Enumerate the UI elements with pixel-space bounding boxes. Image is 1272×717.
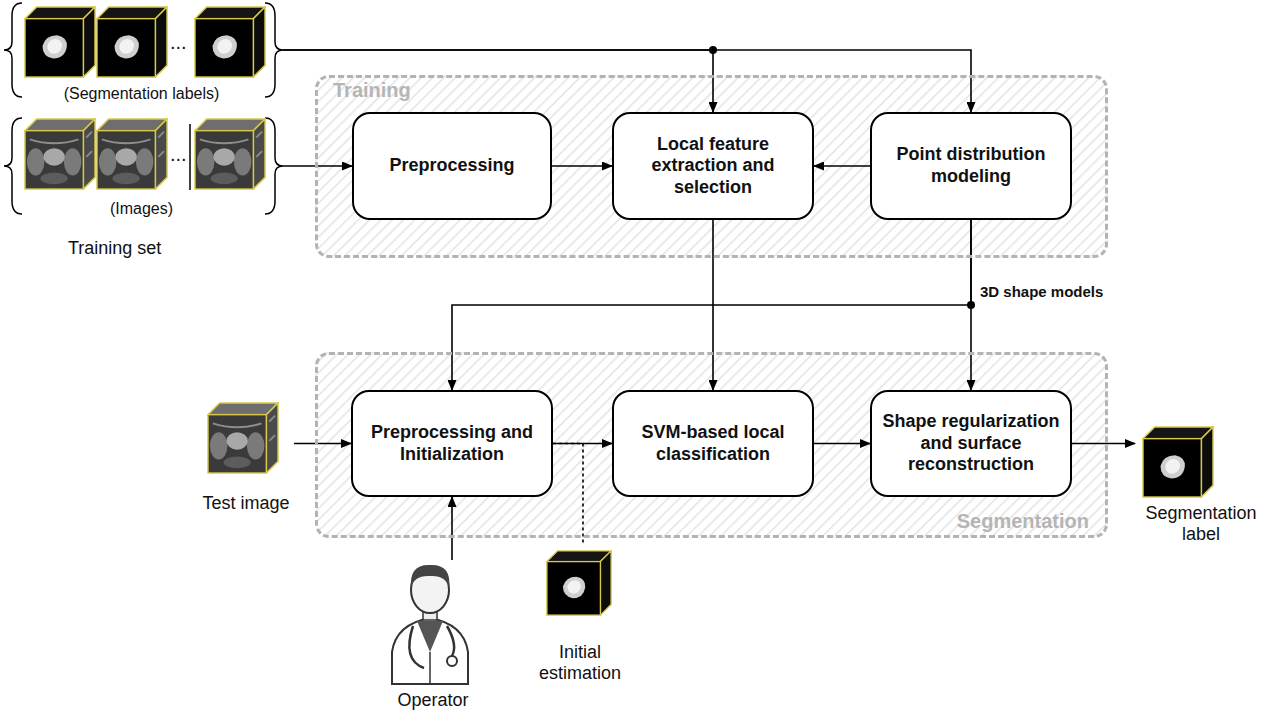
brace bbox=[4, 3, 22, 97]
hair bbox=[411, 565, 450, 588]
box-text: Preprocessing and Initialization bbox=[361, 422, 543, 465]
connector bbox=[814, 165, 870, 167]
shirt bbox=[417, 621, 443, 652]
label-volume bbox=[195, 7, 265, 77]
caption: Operator bbox=[397, 690, 468, 712]
stage-band: Segmentation Preprocessing and Initializa… bbox=[315, 352, 1108, 538]
caption: (Segmentation labels) bbox=[64, 84, 220, 103]
label-volume bbox=[25, 7, 95, 77]
process-box: SVM-based local classification bbox=[612, 390, 814, 497]
brace bbox=[265, 118, 283, 214]
box-text: Point distribution modeling bbox=[880, 144, 1062, 187]
box-text: Shape regularization and surface reconst… bbox=[880, 411, 1062, 476]
connector bbox=[814, 443, 870, 445]
label-volume bbox=[1143, 427, 1213, 497]
ellipsis: ... bbox=[170, 142, 187, 166]
connector bbox=[553, 444, 583, 546]
flow-label: 3D shape models bbox=[980, 283, 1103, 301]
separator bbox=[189, 124, 191, 190]
test-image: Test image bbox=[198, 400, 294, 515]
band-title: Segmentation bbox=[957, 510, 1089, 533]
caption: Initial estimation bbox=[528, 642, 632, 685]
stethoscope-head bbox=[447, 656, 457, 666]
connector bbox=[452, 220, 971, 390]
connector bbox=[451, 497, 453, 560]
box-text: Preprocessing bbox=[389, 155, 514, 177]
process-box: Preprocessing and Initialization bbox=[351, 390, 553, 497]
brace bbox=[265, 3, 283, 97]
process-box: Point distribution modeling bbox=[870, 112, 1072, 220]
label-set: (Segmentation labels) bbox=[0, 0, 283, 103]
connector bbox=[970, 220, 972, 390]
operator-icon bbox=[392, 565, 468, 684]
label-volume bbox=[547, 551, 611, 615]
image-volume bbox=[208, 403, 278, 473]
image-set: (Images) bbox=[0, 112, 283, 218]
process-box: Local feature extraction and selection bbox=[612, 112, 814, 220]
caption: Test image bbox=[202, 493, 289, 515]
output-label: Segmentation label bbox=[1135, 428, 1267, 546]
stethoscope bbox=[409, 626, 424, 668]
band-hatch bbox=[315, 75, 1108, 258]
connector bbox=[1072, 443, 1135, 445]
box-text: Local feature extraction and selection bbox=[622, 134, 804, 199]
connector bbox=[283, 50, 971, 112]
coat-seam bbox=[429, 652, 431, 684]
caption: Segmentation label bbox=[1135, 503, 1267, 546]
label-volume bbox=[97, 7, 167, 77]
process-box: Shape regularization and surface reconst… bbox=[870, 390, 1072, 497]
connector bbox=[552, 165, 612, 167]
coat bbox=[392, 618, 468, 684]
box-text: SVM-based local classification bbox=[622, 422, 804, 465]
band-hatch bbox=[315, 352, 1108, 538]
brace bbox=[4, 118, 22, 214]
band-title: Training bbox=[333, 79, 411, 102]
image-volume bbox=[97, 119, 167, 189]
image-volume bbox=[195, 119, 265, 189]
stethoscope bbox=[447, 626, 454, 656]
operator: Operator bbox=[378, 560, 488, 712]
stage-band: TrainingPreprocessing Local feature extra… bbox=[315, 75, 1108, 258]
connector bbox=[283, 50, 713, 112]
initial-estimate: Initial estimation bbox=[528, 545, 632, 685]
connector bbox=[294, 443, 351, 445]
process-box: Preprocessing bbox=[352, 112, 552, 220]
image-volume bbox=[25, 119, 95, 189]
ellipsis: ... bbox=[170, 30, 187, 54]
set-caption: Training set bbox=[68, 238, 161, 260]
caption: (Images) bbox=[110, 199, 173, 218]
